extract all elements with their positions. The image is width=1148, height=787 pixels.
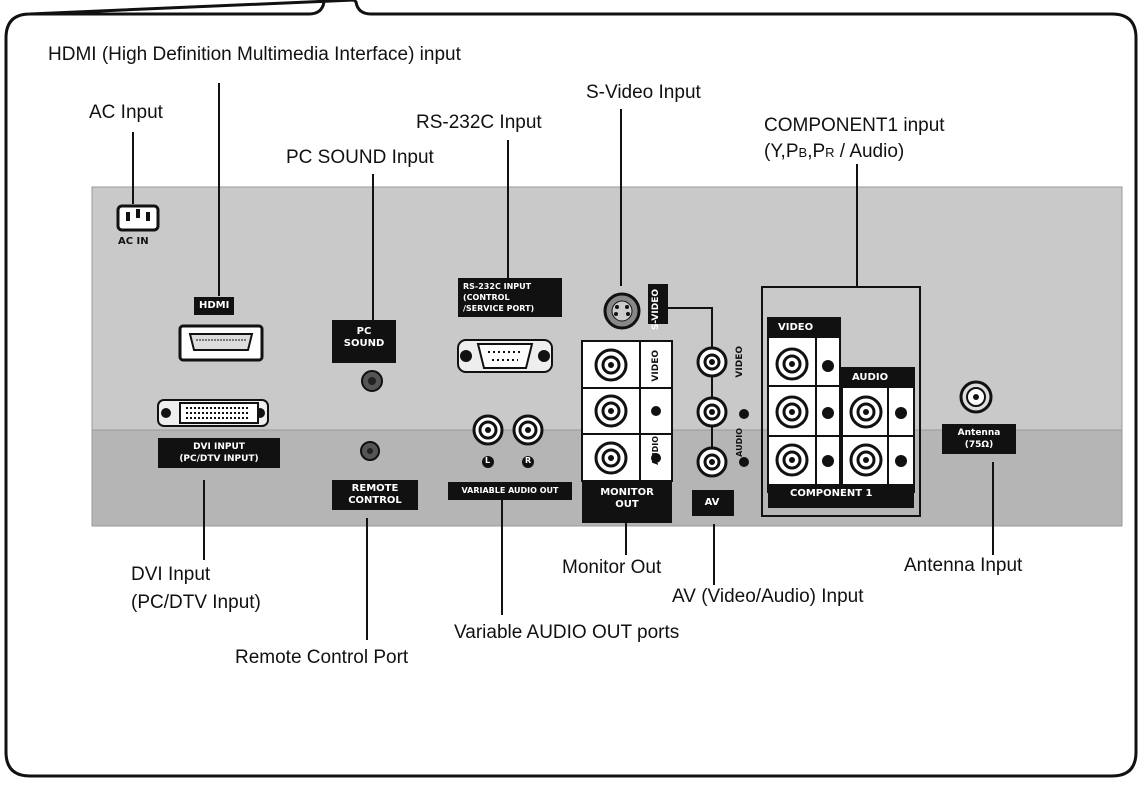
- panel-label-antenna: Antenna (75Ω): [942, 424, 1016, 454]
- panel-label-monitor-out: MONITOR OUT: [582, 484, 672, 514]
- panel-label-variable-audio-out: VARIABLE AUDIO OUT: [448, 482, 572, 500]
- component-pb-jack-icon: [775, 395, 809, 429]
- callout-rs232c-input: RS-232C Input: [416, 112, 542, 133]
- pc-sound-jack-icon: [361, 370, 383, 392]
- panel-label-dvi-input: DVI INPUT (PC/DTV INPUT): [158, 438, 280, 468]
- leader-lines: [132, 83, 994, 640]
- monitor-out-audio-r-jack-icon: [594, 441, 628, 475]
- panel-label-s-video: S-VIDEO: [651, 289, 661, 331]
- panel-label-remote-control: REMOTE CONTROL: [332, 480, 418, 510]
- variable-audio-out-r-jack-icon: [512, 414, 544, 446]
- panel-label-r: R: [525, 456, 532, 465]
- callout-component1-sub: (Y,PB,PR / Audio): [764, 141, 905, 162]
- callout-dvi-input: DVI Input: [131, 564, 211, 585]
- panel-label-av: AV: [694, 495, 730, 511]
- callout-av-input: AV (Video/Audio) Input: [672, 586, 864, 607]
- panel-label-l: L: [485, 456, 491, 465]
- panel-label-component-audio: AUDIO: [852, 372, 889, 383]
- antenna-jack-icon: [959, 380, 993, 414]
- dvi-port-icon: [157, 399, 269, 427]
- panel-label-pc-sound: PC SOUND: [332, 320, 396, 363]
- s-video-jack-icon: [603, 292, 641, 330]
- callout-component1-input: COMPONENT1 input: [764, 115, 945, 136]
- component-y-jack-icon: [775, 347, 809, 381]
- panel-label-component-1: COMPONENT 1: [790, 488, 873, 499]
- component-audio-l-jack-icon: [849, 395, 883, 429]
- panel-label-monitor-video: VIDEO: [651, 350, 661, 382]
- ac-inlet-icon: [116, 204, 160, 232]
- remote-control-jack-icon: [360, 441, 380, 461]
- variable-audio-out-l-jack-icon: [472, 414, 504, 446]
- callout-variable-audio-out: Variable AUDIO OUT ports: [454, 622, 680, 643]
- callout-remote-control-port: Remote Control Port: [235, 647, 409, 668]
- monitor-out-video-jack-icon: [594, 348, 628, 382]
- panel-label-hdmi: HDMI: [194, 297, 235, 315]
- callout-s-video-input: S-Video Input: [586, 82, 701, 103]
- rs232c-port-icon: [457, 339, 553, 373]
- diagram-frame: [4, 0, 1138, 778]
- callout-pc-sound-input: PC SOUND Input: [286, 147, 434, 168]
- panel-label-component-video: VIDEO: [778, 322, 814, 333]
- component-audio-r-jack-icon: [849, 443, 883, 477]
- component-pr-jack-icon: [775, 443, 809, 477]
- callout-ac-input: AC Input: [89, 102, 163, 123]
- callout-hdmi-input: HDMI (High Definition Multimedia Interfa…: [48, 44, 461, 65]
- panel-label-av-audio: AUDIO: [735, 428, 744, 457]
- hdmi-port-icon: [178, 324, 264, 362]
- av-audio-l-jack-icon: [696, 396, 728, 428]
- callout-monitor-out: Monitor Out: [562, 557, 662, 578]
- panel-label-monitor-audio: AUDIO: [651, 436, 660, 465]
- panel-label-ac-in: AC IN: [118, 236, 149, 247]
- panel-label-rs232c: RS-232C INPUT (CONTROL /SERVICE PORT): [458, 278, 562, 317]
- av-audio-r-jack-icon: [696, 446, 728, 478]
- monitor-out-audio-l-jack-icon: [594, 394, 628, 428]
- callout-antenna-input: Antenna Input: [904, 555, 1023, 576]
- av-video-jack-icon: [696, 346, 728, 378]
- panel-label-av-video: VIDEO: [735, 346, 745, 378]
- callout-dvi-sub: (PC/DTV Input): [131, 592, 261, 613]
